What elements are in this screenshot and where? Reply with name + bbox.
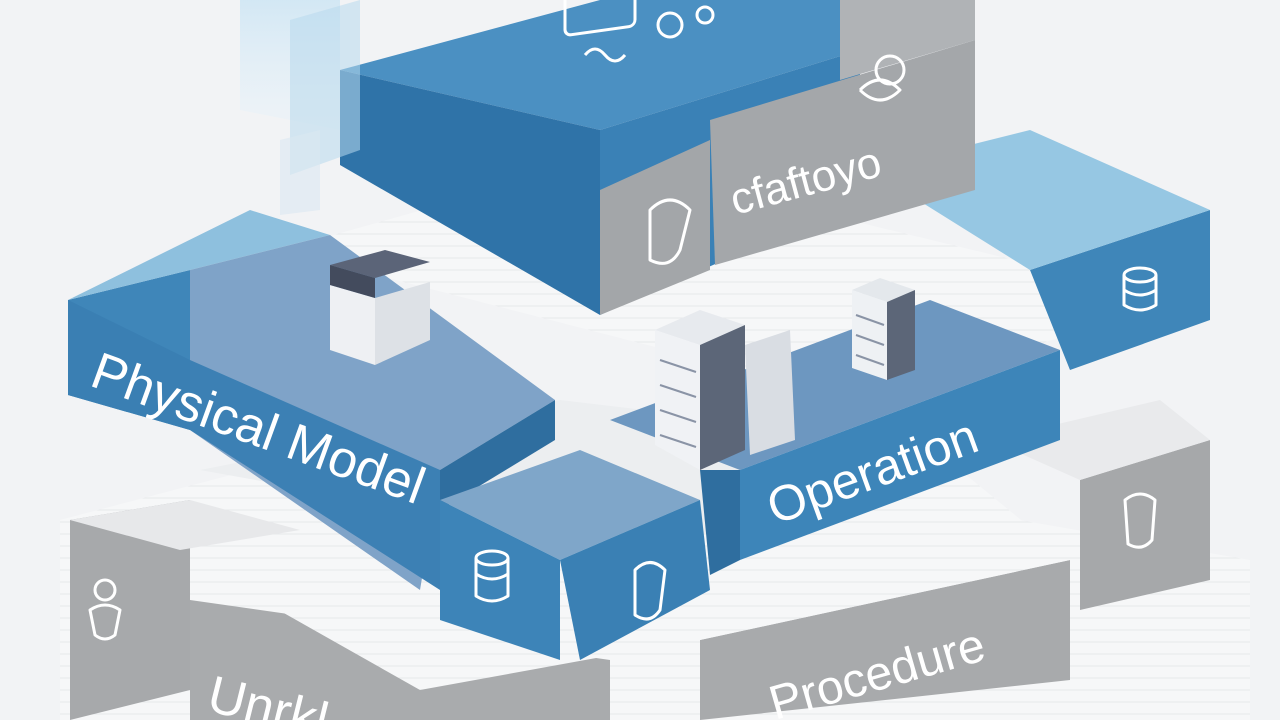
database-icon bbox=[1122, 266, 1158, 312]
tools-icon bbox=[1123, 492, 1157, 549]
physical-model-block bbox=[68, 210, 555, 590]
tools-icon bbox=[648, 198, 692, 265]
gray-panel: cfaftoyo bbox=[710, 0, 975, 265]
server-rack-icon bbox=[852, 278, 915, 380]
gear-icon bbox=[88, 578, 122, 641]
chart-icon bbox=[563, 0, 715, 63]
server-rack-icon bbox=[330, 250, 430, 365]
server-rack-icon bbox=[655, 310, 795, 470]
glass-panels bbox=[240, 0, 360, 215]
database-icon bbox=[474, 549, 510, 603]
gear-icon bbox=[633, 561, 667, 621]
bottom-layer bbox=[70, 400, 1210, 720]
gear-icon bbox=[858, 54, 906, 102]
